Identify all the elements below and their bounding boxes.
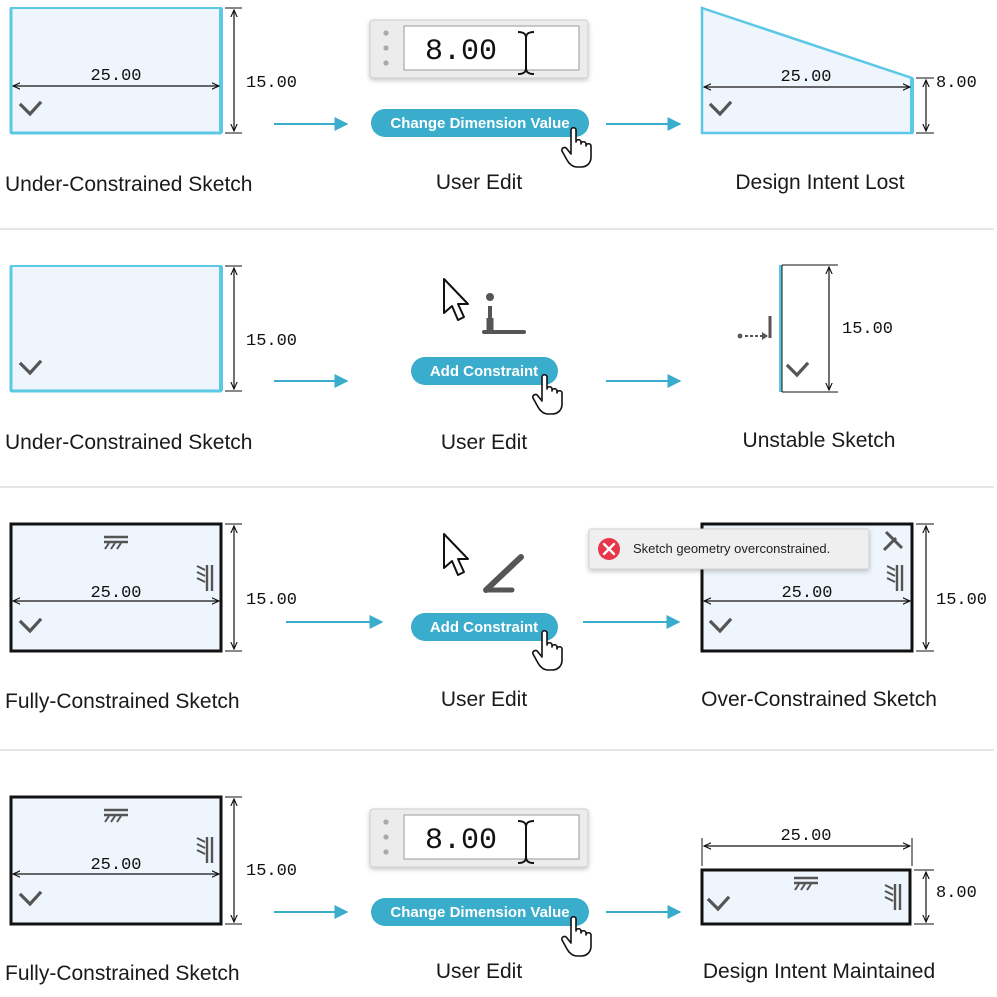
grip-icon (383, 30, 389, 66)
change-dimension-value-button[interactable]: Change Dimension Value (371, 898, 589, 926)
dimension-value-field[interactable] (403, 25, 580, 71)
button-label: Add Constraint (430, 619, 538, 636)
height-label: 15.00 (246, 862, 297, 881)
sketch-caption: Under-Constrained Sketch (5, 173, 252, 196)
height-label: 15.00 (246, 74, 297, 93)
edit-caption: User Edit (436, 960, 523, 983)
under-constrained-sketch: 25.00 15.00 (9, 7, 297, 135)
fix-tool-icon[interactable] (483, 554, 524, 593)
dimension-value-text: 8.00 (425, 824, 497, 858)
edit-caption: User Edit (441, 688, 528, 711)
arrow-cursor-icon (443, 533, 469, 576)
width-label: 25.00 (780, 68, 831, 87)
height-label: 15.00 (246, 591, 297, 610)
arrow-cursor-icon (443, 278, 469, 321)
add-constraint-button[interactable]: Add Constraint (411, 357, 558, 385)
edit-caption: User Edit (441, 431, 528, 454)
result-caption: Design Intent Lost (735, 171, 904, 194)
grip-icon (383, 819, 389, 855)
width-label: 25.00 (90, 856, 141, 875)
unstable-sketch: 15.00 (737, 264, 893, 393)
height-label: 15.00 (246, 332, 297, 351)
height-label: 15.00 (842, 320, 893, 339)
result-caption: Unstable Sketch (743, 429, 896, 452)
height-label: 8.00 (936, 884, 977, 903)
button-label: Add Constraint (430, 363, 538, 380)
result-caption: Over-Constrained Sketch (701, 688, 937, 711)
change-dimension-value-button[interactable]: Change Dimension Value (371, 109, 589, 137)
width-label: 25.00 (780, 827, 831, 846)
design-intent-lost-sketch: 25.00 8.00 (700, 6, 977, 135)
under-constrained-sketch: 15.00 (9, 265, 297, 393)
result-caption: Design Intent Maintained (703, 960, 935, 983)
fixed-constraint-icon (786, 362, 809, 377)
perpendicular-tool-icon[interactable] (482, 293, 526, 334)
button-label: Change Dimension Value (390, 115, 569, 132)
perpendicular-glyph (737, 316, 772, 340)
fully-constrained-sketch: 25.00 15.00 (9, 795, 297, 926)
height-label: 8.00 (936, 74, 977, 93)
width-label: 25.00 (90, 584, 141, 603)
dimension-value-text: 8.00 (425, 35, 497, 69)
row-3: 25.00 15.00 Fully-Constrained Sketch Add… (5, 522, 987, 713)
width-label: 25.00 (781, 584, 832, 603)
add-constraint-button[interactable]: Add Constraint (411, 613, 558, 641)
error-message: Sketch geometry overconstrained. (633, 541, 830, 556)
error-icon (598, 538, 620, 560)
error-toast (588, 528, 870, 570)
edit-caption: User Edit (436, 171, 523, 194)
sketch-caption: Fully-Constrained Sketch (5, 962, 240, 985)
width-label: 25.00 (90, 67, 141, 86)
row-2: 15.00 Under-Constrained Sketch Add Const… (5, 264, 896, 454)
row-1: 25.00 15.00 Under-Constrained Sketch 8.0… (5, 6, 977, 196)
height-label: 15.00 (936, 591, 987, 610)
fix-glyph-icon (882, 530, 904, 552)
fully-constrained-sketch: 25.00 15.00 (9, 522, 297, 653)
row-4: 25.00 15.00 Fully-Constrained Sketch 8.0… (5, 795, 977, 985)
sketch-caption: Fully-Constrained Sketch (5, 690, 240, 713)
sketch-caption: Under-Constrained Sketch (5, 431, 252, 454)
design-intent-maintained-sketch: 25.00 8.00 (700, 827, 977, 926)
dimension-value-field[interactable] (403, 814, 580, 860)
button-label: Change Dimension Value (390, 904, 569, 921)
